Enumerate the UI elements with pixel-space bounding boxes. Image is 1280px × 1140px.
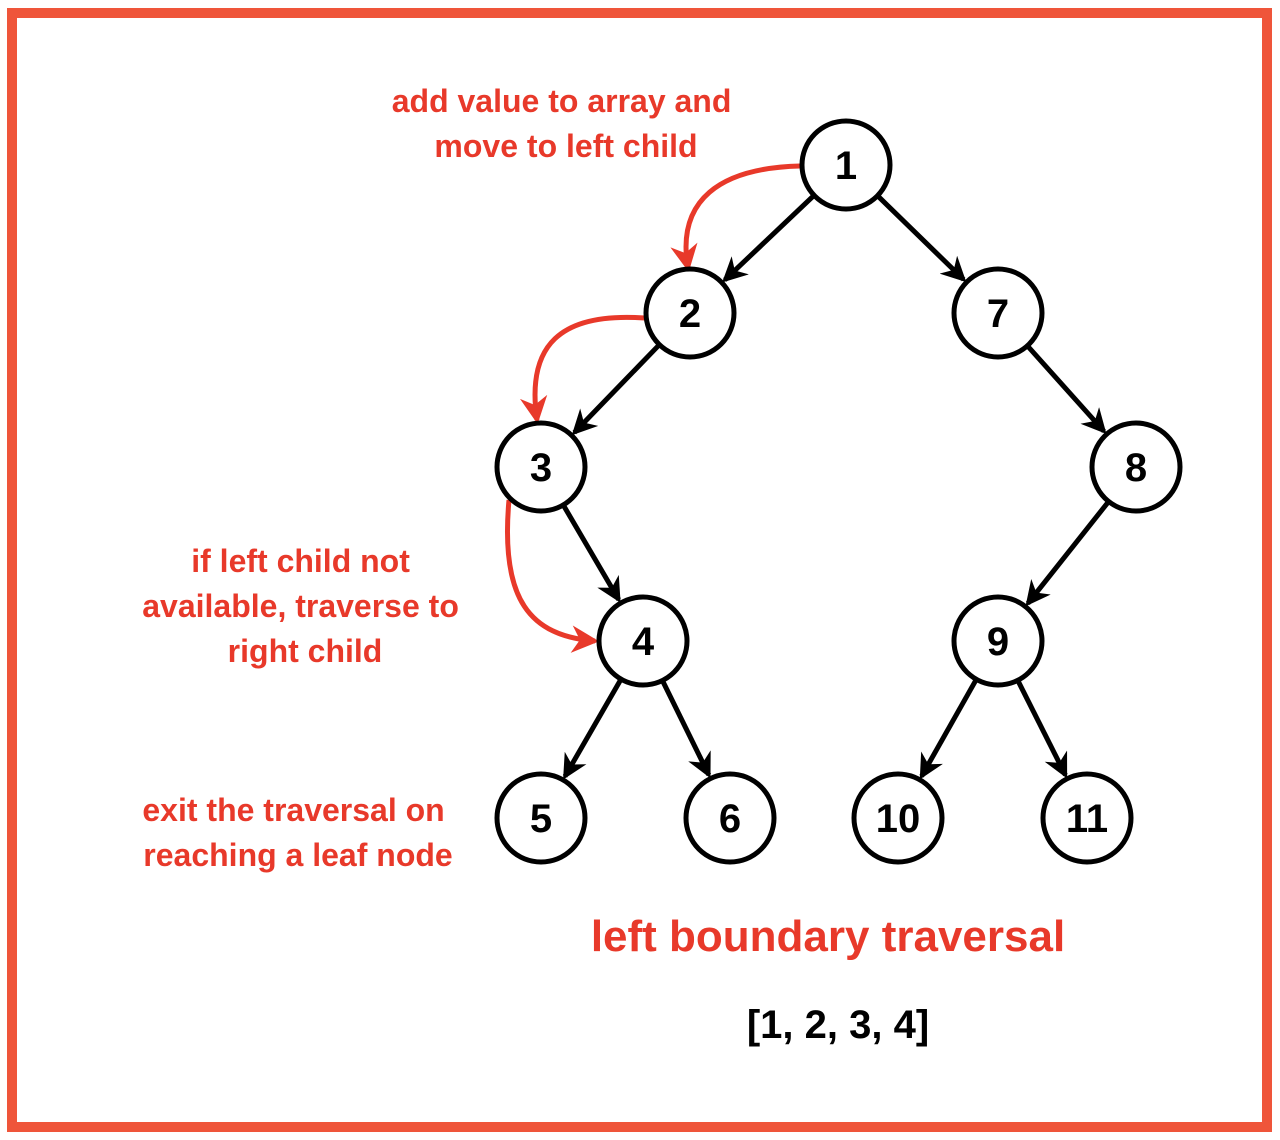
- edge-3-4: [562, 505, 621, 603]
- edge-1-2: [722, 194, 815, 283]
- tree-node-10: 10: [851, 771, 945, 865]
- node-circle: [951, 266, 1045, 360]
- tree-node-6: 6: [683, 771, 777, 865]
- annotation-step1: add value to array and move to left chil…: [392, 83, 741, 164]
- tree-node-7: 7: [951, 266, 1045, 360]
- node-label: 5: [530, 797, 552, 841]
- node-circle: [799, 118, 893, 212]
- node-circle: [951, 594, 1045, 688]
- edge-7-8: [1026, 345, 1107, 435]
- node-label: 8: [1125, 446, 1147, 490]
- node-label: 10: [876, 797, 921, 841]
- annotation-line: available, traverse to: [142, 588, 459, 624]
- tree-node-8: 8: [1089, 420, 1183, 514]
- tree-node-1: 1: [799, 118, 893, 212]
- traversal-arrows: [504, 163, 801, 653]
- edge-2-3: [571, 344, 660, 436]
- frame-border: [7, 8, 1272, 1132]
- annotation-line: reaching a leaf node: [143, 837, 452, 873]
- node-circle: [1089, 420, 1183, 514]
- node-label: 11: [1066, 797, 1108, 841]
- tree-edges: [562, 194, 1110, 780]
- tree-node-11: 11: [1040, 771, 1134, 865]
- edge-4-5: [562, 679, 623, 780]
- edge-9-10: [919, 679, 978, 780]
- node-circle: [683, 771, 777, 865]
- annotation-step2: if left child not available, traverse to…: [142, 543, 468, 669]
- node-circle: [643, 266, 737, 360]
- edge-1-7: [877, 195, 967, 283]
- node-label: 7: [987, 292, 1009, 336]
- traversal-arrow-3-4: [504, 499, 600, 653]
- tree-node-9: 9: [951, 594, 1045, 688]
- node-label: 2: [679, 292, 701, 336]
- node-circle: [1040, 771, 1134, 865]
- node-circle: [596, 594, 690, 688]
- edge-9-11: [1016, 680, 1068, 779]
- tree-nodes: 1 2 7 3 8 4 9 5 6 10 11: [494, 118, 1183, 865]
- annotation-line: right child: [228, 633, 383, 669]
- tree-node-4: 4: [596, 594, 690, 688]
- node-circle: [494, 771, 588, 865]
- traversal-result: [1, 2, 3, 4]: [747, 1003, 929, 1047]
- node-circle: [494, 420, 588, 514]
- traversal-arrow-2-3: [520, 314, 646, 425]
- node-label: 3: [530, 446, 552, 490]
- annotation-line: exit the traversal on: [142, 792, 444, 828]
- tree-node-2: 2: [643, 266, 737, 360]
- annotation-line: add value to array and: [392, 83, 732, 119]
- annotation-line: if left child not: [191, 543, 410, 579]
- annotation-step3: exit the traversal on reaching a leaf no…: [142, 792, 453, 873]
- edge-8-9: [1025, 501, 1110, 607]
- tree-node-3: 3: [494, 420, 588, 514]
- node-label: 4: [632, 620, 655, 664]
- node-label: 9: [987, 620, 1009, 664]
- node-label: 6: [719, 797, 741, 841]
- annotation-line: move to left child: [434, 128, 697, 164]
- tree-node-5: 5: [494, 771, 588, 865]
- traversal-arrow-1-2: [670, 163, 801, 273]
- edge-4-6: [661, 681, 712, 779]
- node-circle: [851, 771, 945, 865]
- diagram-title: left boundary traversal: [591, 912, 1065, 961]
- node-label: 1: [835, 144, 857, 188]
